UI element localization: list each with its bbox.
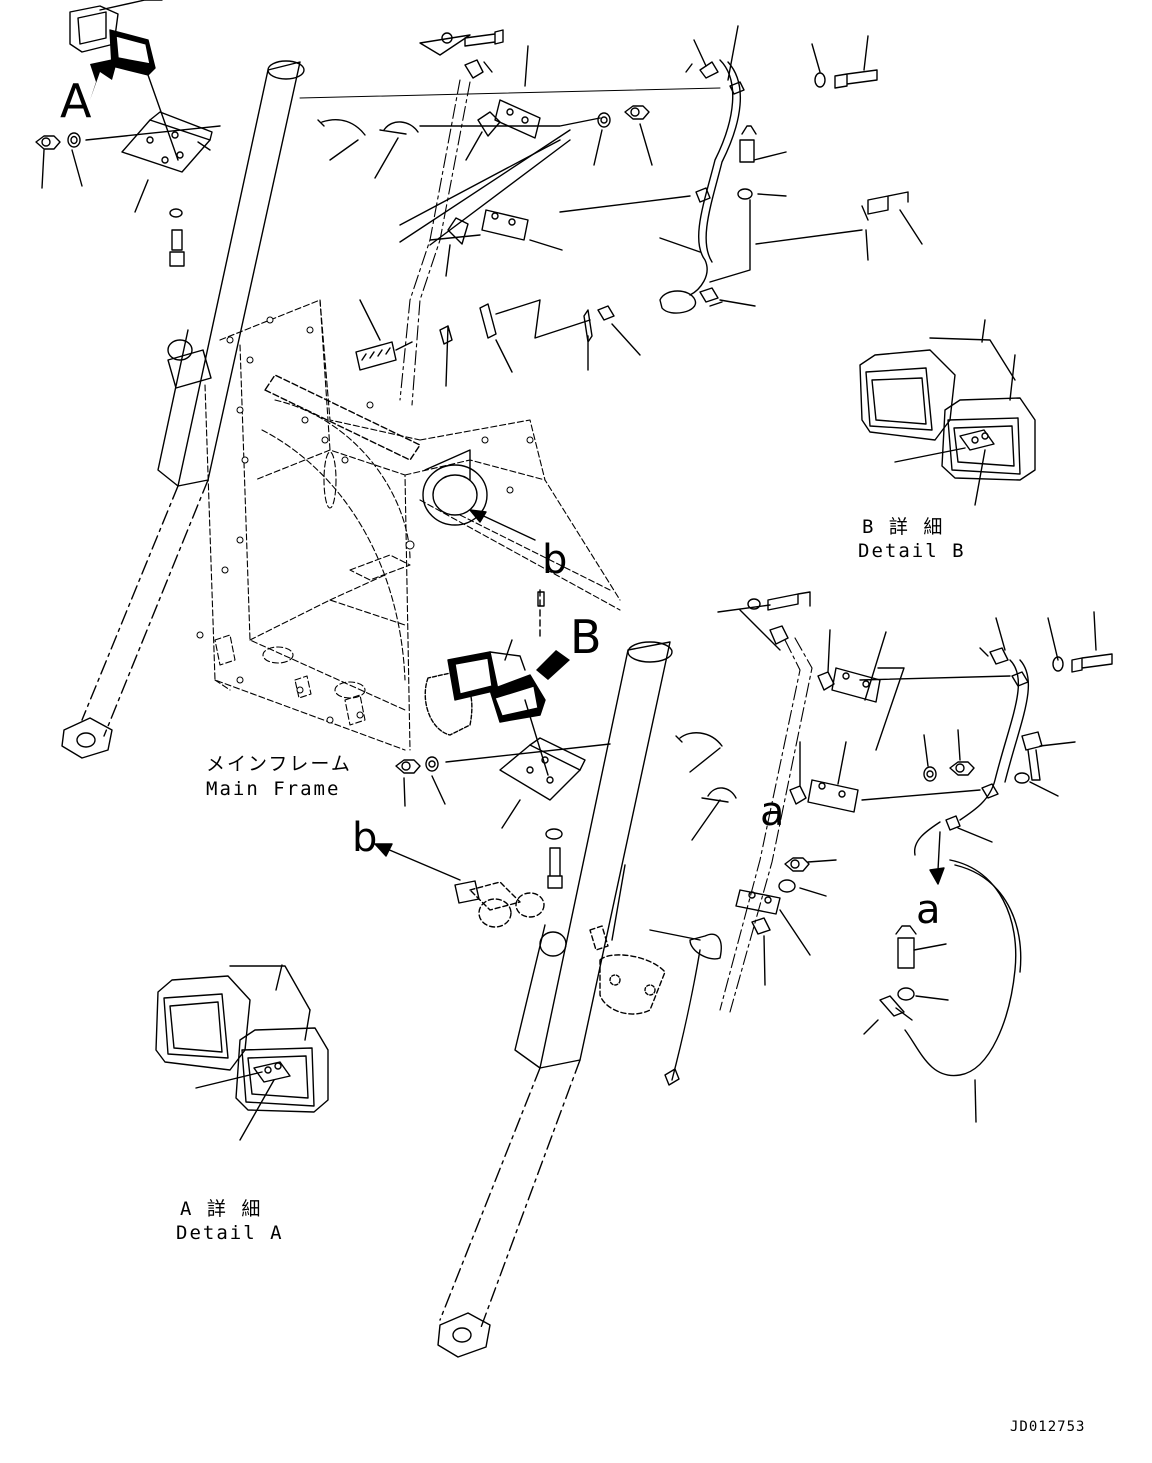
callout-label-a-lower: a: [916, 887, 941, 933]
detail-b-title-en: Detail B: [858, 540, 966, 562]
frame-bolt-dots: [196, 316, 534, 724]
detail-b-title-jp: B 詳 細: [862, 516, 945, 538]
center-small-parts: [355, 299, 641, 387]
detail-a-lamp-image: [155, 964, 329, 1141]
drawing-code: JD012753: [1010, 1419, 1086, 1435]
left-post: [61, 60, 305, 759]
callout-arrow-b-upper: [469, 509, 536, 541]
callout-label-b-view: B: [570, 610, 602, 664]
detail-a-title-jp: A 詳 細: [180, 1198, 263, 1220]
frame-cross-tube: [264, 374, 488, 526]
lower-handrail: [719, 637, 813, 1013]
main-frame-outline: [204, 299, 621, 751]
harness-upper-right: [659, 25, 923, 314]
main-frame-label-en: Main Frame: [206, 778, 341, 800]
lamp-bracket-top-left: [121, 74, 213, 213]
nut-washer-center: [395, 743, 611, 807]
lamp-bracket-center: [499, 699, 586, 889]
detail-a-title-en: Detail A: [176, 1222, 284, 1244]
callout-label-b-lower: b: [352, 815, 378, 861]
callout-arrow-b-lower: [374, 843, 461, 881]
harness-lower: [649, 591, 1011, 1086]
handrail-cap: [464, 59, 493, 79]
bolt-top-left: [169, 208, 185, 267]
harness-lower-right: [863, 611, 1113, 1123]
right-post: [437, 641, 673, 1358]
detail-b-lamp-image: [859, 319, 1036, 506]
callout-label-a-upper: a: [760, 789, 785, 835]
upper-handrail: [399, 79, 471, 406]
lamp-top-left: [69, 0, 163, 100]
main-frame-label-jp: メインフレーム: [206, 753, 352, 775]
leader-lines-upper: [399, 139, 571, 246]
hinge-lower-left: [454, 864, 666, 1015]
nut-washer-top-left: [35, 125, 221, 189]
callout-label-b-upper: b: [542, 537, 568, 583]
callout-label-a-view: A: [60, 74, 92, 128]
harness-clamps-top: [299, 29, 721, 277]
lamp-center: [424, 589, 570, 736]
